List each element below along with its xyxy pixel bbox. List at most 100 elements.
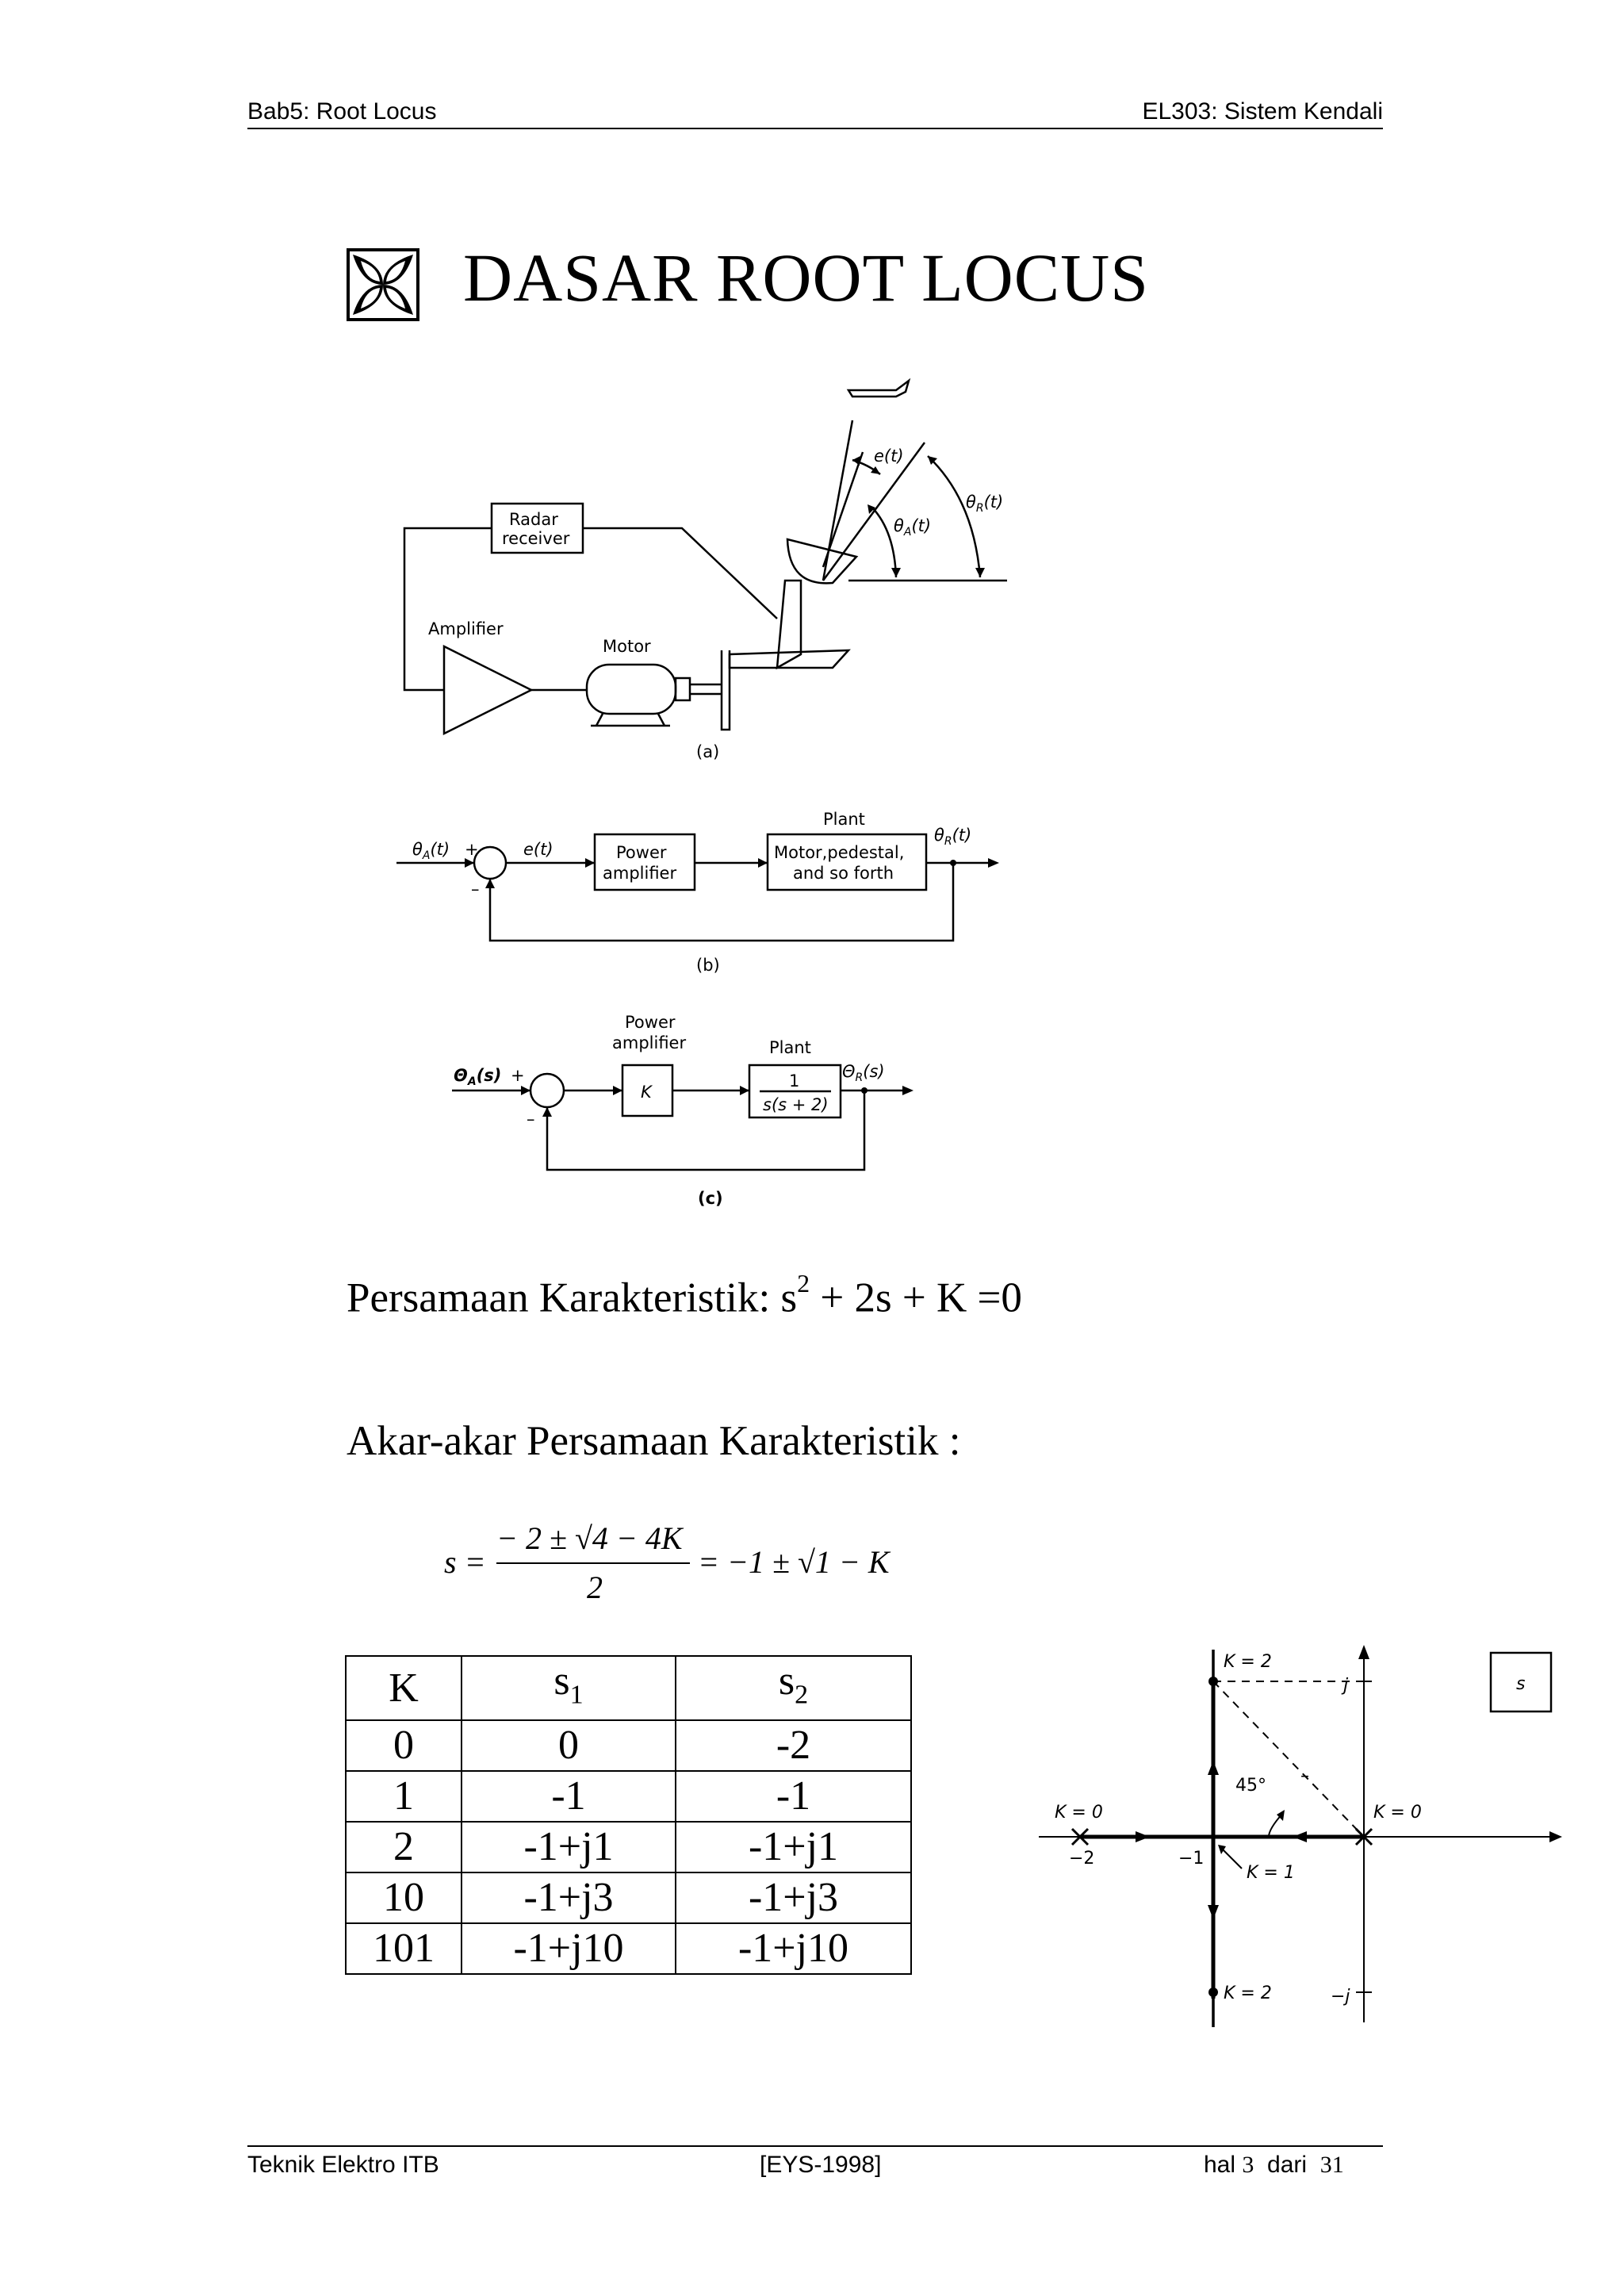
locus-angle-label: 45° (1235, 1776, 1266, 1796)
footer-rule (247, 2145, 1383, 2147)
figure-b-block-diagram: θA(t) + – e(t) Power amplifier Plant Mot… (396, 810, 999, 975)
fig-b-plant-text-1: Motor,pedestal, (774, 843, 904, 862)
table-cell: -1+j10 (675, 1922, 912, 1976)
locus-s-box-label: s (1516, 1674, 1525, 1694)
table-cell: -1+j10 (461, 1922, 676, 1976)
locus-k0-right-label: K = 0 (1373, 1803, 1422, 1823)
fig-c-power-amp-label-2: amplifier (612, 1033, 686, 1052)
locus-k1-label: K = 1 (1247, 1863, 1295, 1883)
table-cell: 0 (461, 1719, 676, 1773)
fig-c-plant-label: Plant (769, 1038, 811, 1057)
table-cell: -1 (675, 1770, 912, 1823)
figure-c-block-diagram: ΘA(s) + – Power amplifier K Plant 1 s(s … (452, 1013, 914, 1208)
fig-b-plant-text-2: and so forth (793, 864, 894, 883)
airplane-icon (846, 378, 911, 398)
table-header-k: K (345, 1654, 462, 1722)
table-cell: 2 (345, 1821, 462, 1874)
fig-b-error-label: e(t) (523, 840, 553, 859)
header-left: Bab5: Root Locus (247, 98, 437, 125)
roots-heading: Akar-akar Persamaan Karakteristik : (347, 1418, 961, 1464)
footer-dari: dari (1254, 2152, 1320, 2178)
fig-b-power-amp-label-1: Power (616, 843, 667, 862)
roots-formula: s = − 2 ± √4 − 4K 2 = −1 ± √1 − K (444, 1520, 891, 1605)
fig-c-power-amp-label-1: Power (625, 1013, 676, 1032)
char-eq-exponent: 2 (797, 1269, 810, 1297)
table-cell: -1+j3 (675, 1872, 912, 1925)
header-rule (247, 128, 1383, 129)
header-right: EL303: Sistem Kendali (1142, 98, 1383, 125)
formula-rhs: = −1 ± √1 − K (698, 1544, 891, 1580)
table-row: 10 -1+j3 -1+j3 (345, 1872, 912, 1925)
locus-minus-mark: – (1300, 1766, 1309, 1786)
table-row: 2 -1+j1 -1+j1 (345, 1821, 912, 1874)
fig-c-output-label: ΘR(s) (842, 1062, 885, 1084)
footer-page: 3 (1242, 2152, 1254, 2178)
fig-b-minus: – (471, 880, 480, 899)
root-locus-plot: s K = 2 K = 2 K = 0 K = 0 K = 1 45° j −j… (1039, 1645, 1562, 2027)
fig-a-theta-a-label: θA(t) (894, 516, 931, 539)
table-cell: 10 (345, 1872, 462, 1925)
roots-table: K s1 s2 0 0 -2 1 -1 -1 2 -1+j1 -1+j1 10 … (345, 1654, 912, 1976)
footer-page-number: hal 3 dari 31 (1204, 2152, 1344, 2179)
table-header-s1: s1 (461, 1654, 676, 1722)
char-eq-suffix: + 2s + K =0 (810, 1274, 1022, 1321)
fig-c-input-label: ΘA(s) (454, 1066, 501, 1088)
fig-a-amplifier-label: Amplifier (428, 619, 504, 638)
fig-a-caption: (a) (696, 742, 719, 761)
motor-body (585, 663, 677, 715)
footer-total: 31 (1320, 2152, 1344, 2178)
fig-b-plus: + (465, 840, 479, 859)
fig-c-caption: (c) (698, 1189, 723, 1208)
footer-middle: [EYS-1998] (760, 2152, 882, 2178)
fig-a-motor-label: Motor (603, 637, 651, 656)
table-cell: -1+j1 (461, 1821, 676, 1874)
char-eq-prefix: Persamaan Karakteristik: s (347, 1274, 798, 1321)
table-cell: -1 (461, 1770, 676, 1823)
locus-tick-neg1: −1 (1178, 1849, 1204, 1869)
fig-a-radar-label-1: Radar (509, 510, 558, 529)
fig-c-gain-label: K (641, 1083, 653, 1102)
locus-k0-left-label: K = 0 (1055, 1803, 1103, 1823)
table-cell: -1+j1 (675, 1821, 912, 1874)
fig-a-theta-r-label: θR(t) (966, 493, 1003, 515)
fig-c-minus: – (527, 1110, 535, 1129)
table-row: 101 -1+j10 -1+j10 (345, 1922, 912, 1976)
formula-numerator: − 2 ± √4 − 4K (496, 1520, 684, 1556)
fig-b-caption: (b) (696, 956, 720, 975)
table-cell: 101 (345, 1922, 462, 1976)
amplifier-triangle (442, 644, 534, 736)
locus-k2-bottom-label: K = 2 (1224, 1984, 1272, 2003)
table-header-s2: s2 (675, 1654, 912, 1722)
fig-b-output-label: θR(t) (934, 826, 971, 848)
fig-b-summing-junction (473, 845, 508, 880)
locus-tick-neg2: −2 (1069, 1849, 1094, 1869)
table-cell: -1+j3 (461, 1872, 676, 1925)
locus-j-label: j (1341, 1676, 1349, 1696)
fig-b-input-label: θA(t) (412, 840, 450, 862)
fig-c-plus: + (511, 1066, 525, 1085)
footer-hal: hal (1204, 2152, 1243, 2178)
fig-b-power-amp-label-2: amplifier (603, 864, 676, 883)
fig-c-summing-junction (529, 1072, 565, 1109)
table-row: 1 -1 -1 (345, 1770, 912, 1823)
fig-a-error-label: e(t) (874, 447, 904, 466)
floral-cross-icon (347, 248, 419, 321)
radar-dish (786, 538, 859, 585)
locus-neg-j-label: −j (1331, 1987, 1350, 2007)
fig-c-tf-denominator: s(s + 2) (763, 1095, 829, 1114)
figure-a-radar-system: Radar receiver Amplifier Motor e(t) θA(t… (403, 378, 1007, 761)
fig-a-radar-label-2: receiver (502, 529, 570, 548)
table-header-row: K s1 s2 (345, 1654, 912, 1722)
formula-denominator: 2 (587, 1570, 603, 1605)
formula-lhs: s = (444, 1544, 486, 1580)
table-cell: 0 (345, 1719, 462, 1773)
characteristic-equation: Persamaan Karakteristik: s2 + 2s + K =0 (347, 1269, 1022, 1322)
page-title: DASAR ROOT LOCUS (463, 240, 1149, 316)
locus-k2-top-label: K = 2 (1224, 1652, 1272, 1672)
fig-c-tf-numerator: 1 (789, 1071, 799, 1091)
footer-left: Teknik Elektro ITB (247, 2152, 439, 2178)
table-cell: -2 (675, 1719, 912, 1773)
table-row: 0 0 -2 (345, 1719, 912, 1773)
table-cell: 1 (345, 1770, 462, 1823)
fig-b-plant-label: Plant (823, 810, 865, 829)
